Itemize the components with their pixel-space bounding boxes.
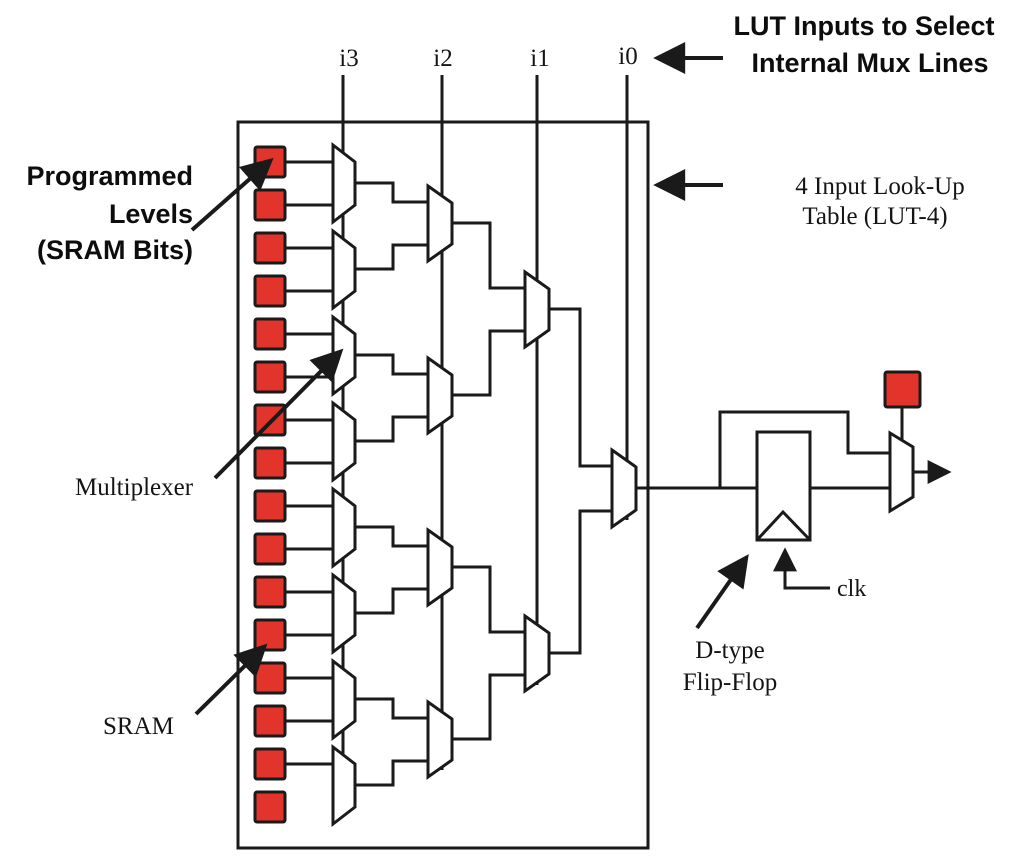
multiplexer-l1: [331, 485, 357, 570]
programmed-levels-label-line1: Programmed: [26, 161, 193, 191]
d-flip-flop-body: [755, 430, 812, 542]
multiplexer-l2: [426, 527, 454, 608]
bypass-wire: [718, 410, 890, 488]
sram-bit: [253, 274, 287, 308]
multiplexer-label: Multiplexer: [75, 474, 194, 501]
multiplexer-l1: [331, 571, 357, 656]
lut-inputs-label-line2: Internal Mux Lines: [751, 48, 988, 78]
lut4-label-line2: Table (LUT-4): [802, 203, 947, 230]
multiplexer-arrow: [213, 348, 344, 480]
multiplexer-l2: [426, 355, 454, 436]
multiplexer-l2: [426, 699, 454, 780]
lut-inputs-label-line1: LUT Inputs to Select: [733, 11, 994, 41]
multiplexer-l1: [331, 227, 357, 312]
sram-bit: [253, 790, 287, 824]
sram-bit: [253, 188, 287, 222]
level2-to-level3-wires: [452, 221, 525, 741]
sram-bit: [253, 618, 287, 652]
programmed-levels-arrow: [190, 157, 274, 232]
input-label-i0: i0: [618, 43, 637, 70]
sram-arrow: [194, 643, 268, 716]
dff-arrow: [695, 554, 749, 630]
sram-bit: [253, 747, 287, 781]
level3-to-level4-wires: [549, 307, 612, 655]
multiplexer-l4: [610, 447, 638, 530]
sram-bit: [253, 661, 287, 695]
clock-triangle-icon: [755, 509, 812, 542]
dff-label-line1: D-type: [695, 637, 764, 664]
level1-to-level2-wires: [355, 181, 428, 787]
multiplexer-l3: [523, 269, 551, 350]
clk-wire: [773, 547, 830, 590]
multiplexer-l1: [331, 141, 357, 226]
dff-label-line2: Flip-Flop: [683, 669, 777, 696]
multiplexer-l3: [523, 613, 551, 694]
sram-bit: [253, 231, 287, 265]
sram-bit: [253, 575, 287, 609]
programmed-levels-label-line2: Levels: [109, 199, 193, 229]
sram-bit: [253, 360, 287, 394]
input-label-i3: i3: [339, 45, 358, 72]
sram-bit: [253, 317, 287, 351]
sram-bit: [253, 532, 287, 566]
multiplexer-l1: [331, 657, 357, 742]
output-select-sram-bit: [883, 370, 922, 409]
sram-to-mux-wires: [270, 160, 334, 766]
sram-bit: [253, 446, 287, 480]
output-mux: [888, 430, 915, 514]
multiplexer-l1: [331, 743, 357, 828]
multiplexer-l1: [331, 399, 357, 484]
sram-bit: [253, 489, 287, 523]
sram-label: SRAM: [103, 713, 174, 740]
input-label-i1: i1: [530, 45, 549, 72]
input-label-i2: i2: [433, 45, 452, 72]
programmed-levels-label-line3: (SRAM Bits): [37, 235, 193, 265]
sram-bit: [253, 704, 287, 738]
clk-label: clk: [837, 576, 866, 602]
lut4-label-line1: 4 Input Look-Up: [795, 173, 964, 200]
multiplexer-l2: [426, 183, 454, 264]
